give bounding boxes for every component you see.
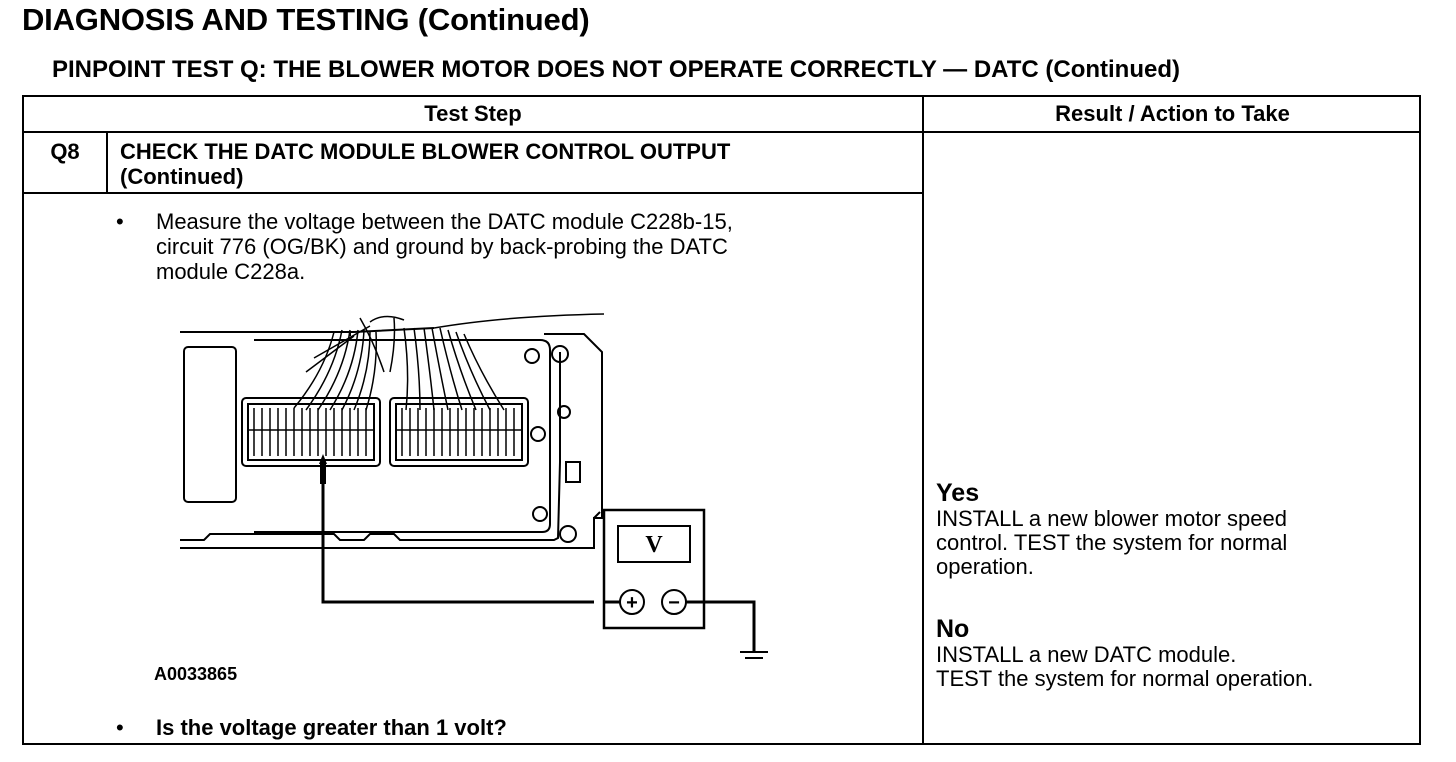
test-question: Is the voltage greater than 1 volt?	[156, 715, 507, 740]
instruction-text: Measure the voltage between the DATC mod…	[156, 209, 876, 284]
result-yes-action: INSTALL a new blower motor speed control…	[936, 507, 1406, 579]
step-title-line-2: (Continued)	[120, 164, 244, 189]
connector-test-diagram: V + −	[174, 312, 784, 667]
instruction-line-1: Measure the voltage between the DATC mod…	[156, 209, 733, 234]
page-title: DIAGNOSIS AND TESTING (Continued)	[22, 2, 590, 37]
header-divider	[24, 131, 1419, 133]
connector-pins	[248, 408, 522, 456]
header-test-step: Test Step	[424, 101, 522, 126]
test-lead-negative	[604, 600, 756, 652]
question-bullet: •	[116, 715, 124, 740]
meter-plus: +	[626, 592, 638, 614]
step-title-divider	[24, 192, 923, 194]
result-no-action: INSTALL a new DATC module. TEST the syst…	[936, 643, 1406, 691]
instruction-line-2: circuit 776 (OG/BK) and ground by back-p…	[156, 234, 728, 259]
voltmeter-icon: V + −	[602, 508, 706, 630]
pinpoint-test-subtitle: PINPOINT TEST Q: THE BLOWER MOTOR DOES N…	[52, 56, 1180, 83]
step-id: Q8	[50, 139, 80, 164]
instruction-bullet: •	[116, 209, 124, 234]
meter-minus: −	[668, 592, 680, 614]
yes-action-line-2: control. TEST the system for normal	[936, 530, 1288, 555]
test-lead-positive	[321, 482, 594, 604]
no-action-line-2: TEST the system for normal operation.	[936, 666, 1314, 691]
result-yes-label: Yes	[936, 479, 980, 507]
column-divider	[922, 97, 924, 743]
wire-harness	[293, 313, 605, 411]
step-id-divider	[106, 133, 108, 193]
yes-action-line-1: INSTALL a new blower motor speed	[936, 506, 1287, 531]
ground-symbol-icon	[740, 651, 768, 665]
result-no-label: No	[936, 615, 970, 643]
step-title-line-1: CHECK THE DATC MODULE BLOWER CONTROL OUT…	[120, 139, 731, 164]
pinpoint-test-table: Test Step Result / Action to Take Q8 CHE…	[22, 95, 1421, 745]
probe-icon	[319, 454, 327, 484]
yes-action-line-3: operation.	[936, 554, 1034, 579]
instruction-line-3: module C228a.	[156, 259, 306, 284]
diagram-svg: V + −	[180, 313, 768, 665]
figure-id: A0033865	[154, 664, 238, 684]
meter-symbol: V	[645, 532, 663, 558]
step-title: CHECK THE DATC MODULE BLOWER CONTROL OUT…	[120, 139, 900, 189]
no-action-line-1: INSTALL a new DATC module.	[936, 642, 1237, 667]
header-result-action: Result / Action to Take	[1055, 101, 1290, 126]
